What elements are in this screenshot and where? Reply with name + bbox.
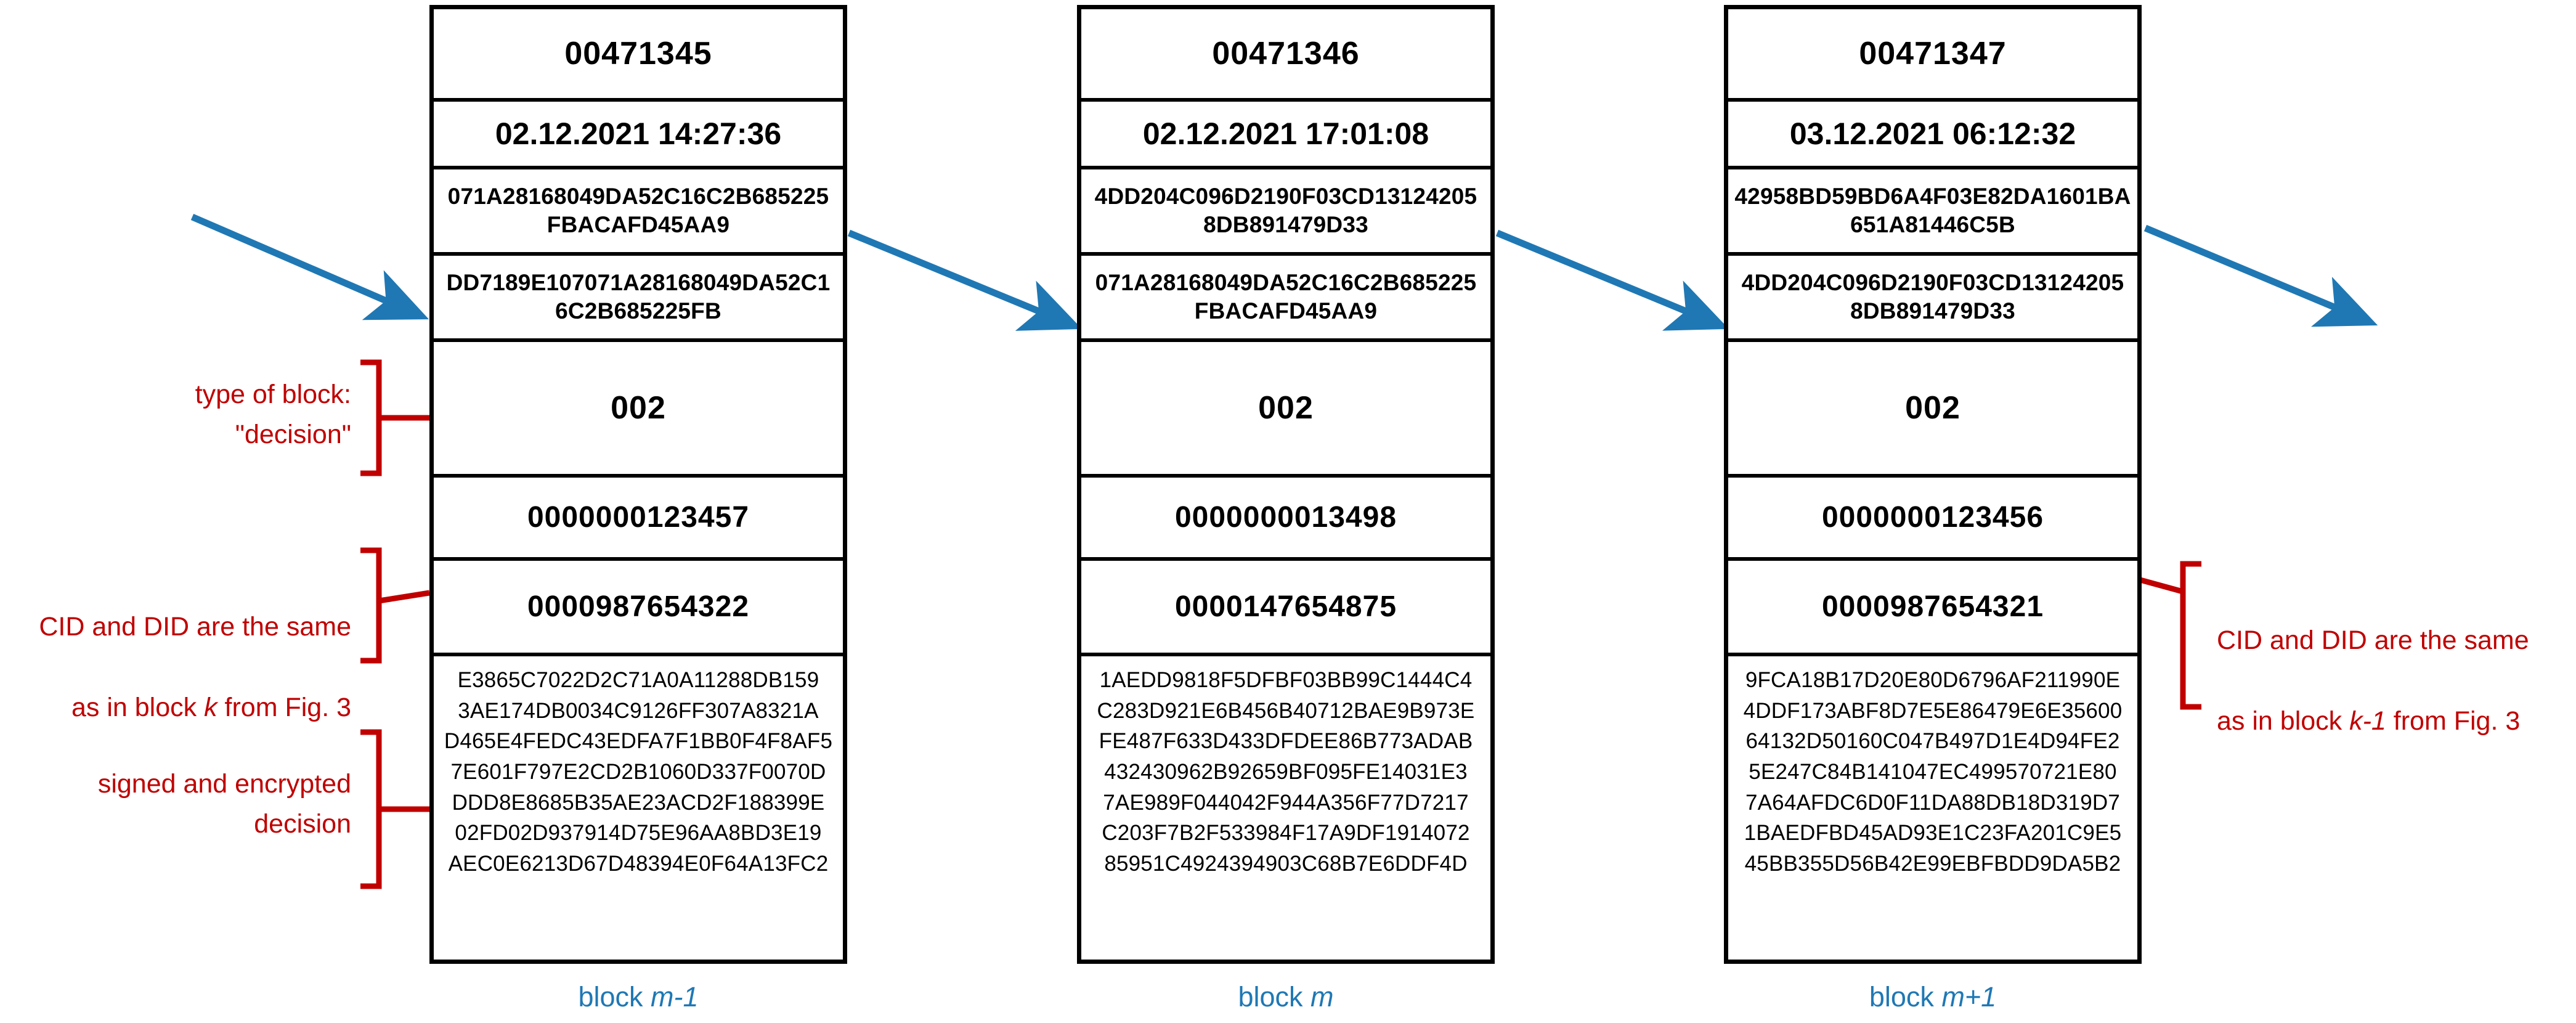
arrow-into-block-m-minus-1 [190,213,429,320]
annotation-cid-did-left-line2: as in block k from Fig. 3 [0,688,351,728]
arrow-block-m-minus-1-to-block-m [847,229,1083,331]
block-hash-row: 071A28168049DA52C16C2B685225 FBACAFD45AA… [434,169,843,256]
caption-block-m-minus-1: block m-1 [429,981,847,1013]
annotation-cid-did-left: CID and DID are the same as in block k f… [0,567,351,768]
block-hash-row: 42958BD59BD6A4F03E82DA1601BA 651A81446C5… [1728,169,2137,256]
block-payload-value: 1AEDD9818F5DFBF03BB99C1444C4 C283D921E6B… [1097,668,1475,876]
block-prev-hash-row: DD7189E107071A28168049DA52C1 6C2B685225F… [434,256,843,342]
caption-prefix: block [1238,981,1311,1013]
block-type-row: 002 [1728,342,2137,478]
block-prev-hash-row: 071A28168049DA52C16C2B685225 FBACAFD45AA… [1081,256,1490,342]
block-timestamp-row: 02.12.2021 17:01:08 [1081,102,1490,169]
line2-pre: as in block [2217,706,2350,736]
block-hash-row: 4DD204C096D2190F03CD13124205 8DB891479D3… [1081,169,1490,256]
annotation-cid-did-right-line2: as in block k-1 from Fig. 3 [2217,701,2574,741]
caption-index: m-1 [651,981,699,1013]
arrow-out-of-block-m-plus-1 [2143,224,2378,327]
annotation-type-of-block: type of block: "decision" [195,380,351,450]
block-m[interactable]: 00471346 02.12.2021 17:01:08 4DD204C096D… [1077,5,1495,964]
block-m-minus-1[interactable]: 00471345 02.12.2021 14:27:36 071A2816804… [429,5,847,964]
block-hash-value: 42958BD59BD6A4F03E82DA1601BA 651A81446C5… [1734,183,2131,237]
caption-index: m [1310,981,1334,1013]
block-prev-hash-row: 4DD204C096D2190F03CD13124205 8DB891479D3… [1728,256,2137,342]
block-payload-row: 9FCA18B17D20E80D6796AF211990E 4DDF173ABF… [1728,656,2137,960]
block-type-row: 002 [434,342,843,478]
bracket-cid-did-right [2137,561,2201,710]
block-cid-row: 0000000013498 [1081,478,1490,561]
caption-block-m-plus-1: block m+1 [1724,981,2142,1013]
arrow-block-m-to-block-m-plus-1 [1495,229,1729,331]
bracket-signed-encrypted-decision [360,729,429,889]
caption-index: m+1 [1941,981,1997,1013]
block-timestamp-row: 02.12.2021 14:27:36 [434,102,843,169]
block-m-plus-1[interactable]: 00471347 03.12.2021 06:12:32 42958BD59BD… [1724,5,2142,964]
bracket-type-of-block [360,359,429,476]
line2-pre: as in block [71,693,205,723]
block-hash-value: 071A28168049DA52C16C2B685225 FBACAFD45AA… [447,183,829,237]
block-hash-value: 4DD204C096D2190F03CD13124205 8DB891479D3… [1094,183,1477,237]
caption-prefix: block [578,981,651,1013]
block-payload-value: 9FCA18B17D20E80D6796AF211990E 4DDF173ABF… [1743,668,2123,876]
annotation-cid-did-right-line1: CID and DID are the same [2217,626,2529,656]
caption-block-m: block m [1077,981,1495,1013]
block-cid-row: 0000000123456 [1728,478,2137,561]
annotation-cid-did-right: CID and DID are the same as in block k-1… [2217,581,2574,782]
bracket-cid-did-left [360,547,430,664]
block-payload-row: E3865C7022D2C71A0A11288DB159 3AE174DB003… [434,656,843,960]
block-prev-hash-value: DD7189E107071A28168049DA52C1 6C2B685225F… [446,269,831,324]
block-payload-row: 1AEDD9818F5DFBF03BB99C1444C4 C283D921E6B… [1081,656,1490,960]
line2-post: from Fig. 3 [2386,706,2521,736]
block-cid-row: 0000000123457 [434,478,843,561]
block-id-row: 00471347 [1728,9,2137,102]
line2-var: k-1 [2349,706,2386,736]
block-id-row: 00471345 [434,9,843,102]
block-did-row: 0000987654322 [434,561,843,656]
annotation-signed-encrypted-decision: signed and encrypted decision [97,769,351,839]
block-did-row: 0000987654321 [1728,561,2137,656]
block-payload-value: E3865C7022D2C71A0A11288DB159 3AE174DB003… [444,668,833,876]
line2-var: k [204,693,217,723]
block-did-row: 0000147654875 [1081,561,1490,656]
line2-post: from Fig. 3 [217,693,352,723]
block-prev-hash-value: 4DD204C096D2190F03CD13124205 8DB891479D3… [1741,269,2124,324]
caption-prefix: block [1869,981,1942,1013]
block-timestamp-row: 03.12.2021 06:12:32 [1728,102,2137,169]
block-prev-hash-value: 071A28168049DA52C16C2B685225 FBACAFD45AA… [1095,269,1477,324]
annotation-cid-did-left-line1: CID and DID are the same [39,612,351,642]
block-id-row: 00471346 [1081,9,1490,102]
block-type-row: 002 [1081,342,1490,478]
